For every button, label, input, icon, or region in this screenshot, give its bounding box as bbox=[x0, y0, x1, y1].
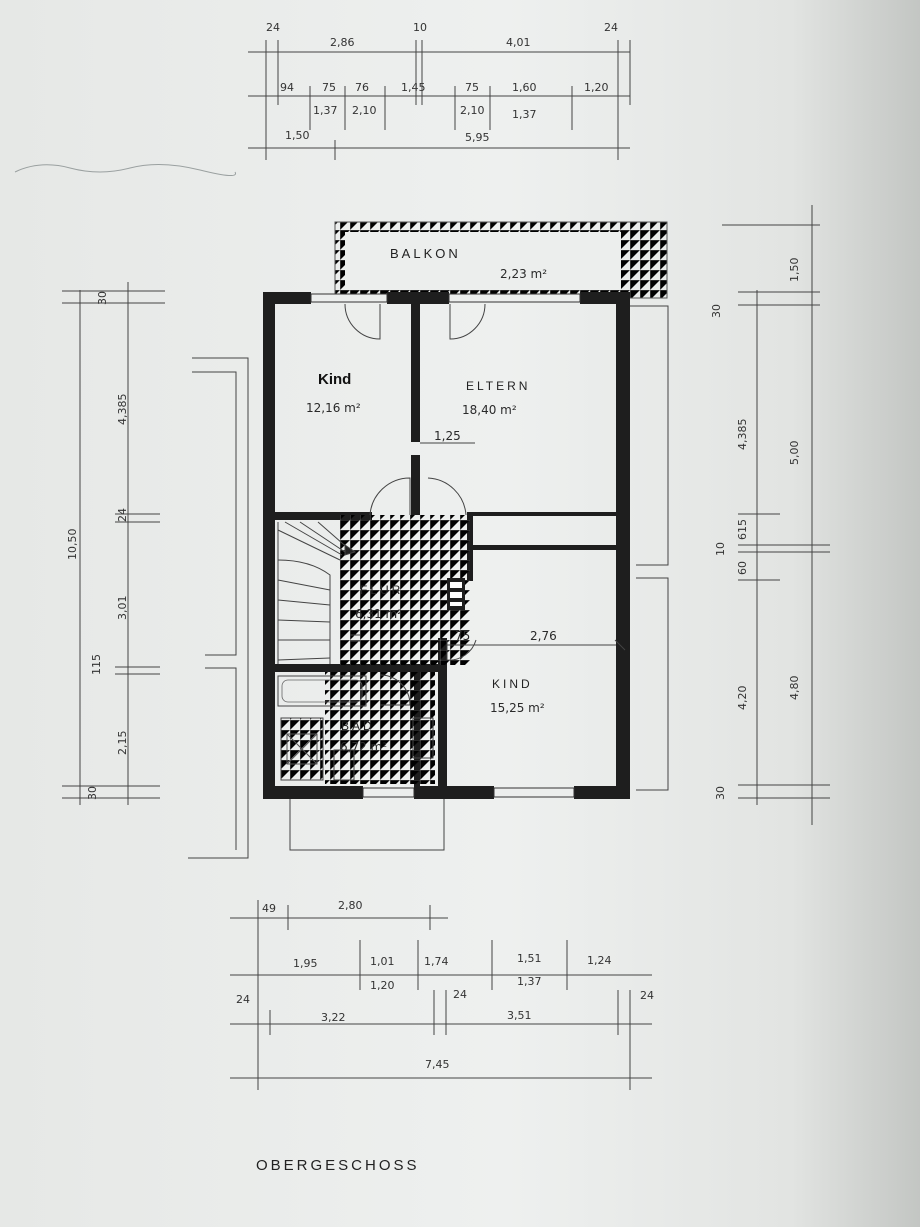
left-dim-4385: 4,385 bbox=[116, 394, 129, 426]
top-dim-210a: 2,10 bbox=[352, 104, 377, 117]
top-dim-145: 1,45 bbox=[401, 81, 426, 94]
kind2-width-dim: 2,76 bbox=[530, 629, 557, 643]
bottom-dim-101: 1,01 bbox=[370, 955, 395, 968]
pencil-scribble bbox=[14, 163, 237, 176]
left-dimension-chain: 10,50 30 4,385 24 3,01 115 2,15 30 bbox=[62, 282, 165, 805]
top-dim-137a: 1,37 bbox=[313, 104, 338, 117]
top-dim-150: 1,50 bbox=[285, 129, 310, 142]
top-dim-75b: 75 bbox=[465, 81, 479, 94]
top-dim-76: 76 bbox=[355, 81, 369, 94]
bottom-dim-24b: 24 bbox=[453, 988, 467, 1001]
kind1-label: Kind bbox=[318, 371, 351, 388]
kind1-area: 12,16 m² bbox=[306, 401, 361, 415]
kind2-label: KIND bbox=[492, 677, 533, 691]
right-dim-150: 1,50 bbox=[788, 258, 801, 283]
page-title: OBERGESCHOSS bbox=[256, 1157, 420, 1174]
bottom-dim-195: 1,95 bbox=[293, 957, 318, 970]
bottom-dim-151: 1,51 bbox=[517, 952, 542, 965]
left-dim-30a: 30 bbox=[96, 291, 109, 305]
bottom-dim-745: 7,45 bbox=[425, 1058, 450, 1071]
top-dim-94: 94 bbox=[280, 81, 294, 94]
eltern-label: ELTERN bbox=[466, 379, 530, 393]
staircase bbox=[277, 521, 360, 664]
bottom-dim-322: 3,22 bbox=[321, 1011, 346, 1024]
right-dim-500: 5,00 bbox=[788, 441, 801, 466]
eltern-door-dim: 1,25 bbox=[434, 429, 461, 443]
left-dim-215: 2,15 bbox=[116, 731, 129, 756]
balkon-area: 2,23 m² bbox=[500, 267, 547, 281]
top-dim-75a: 75 bbox=[322, 81, 336, 94]
bottom-dim-49: 49 bbox=[262, 902, 276, 915]
balkon-label: BALKON bbox=[390, 246, 461, 261]
flur-label: FLUR bbox=[360, 583, 403, 597]
top-dim-24b: 24 bbox=[604, 21, 618, 34]
bottom-dim-280: 2,80 bbox=[338, 899, 363, 912]
inner-dimension-lines bbox=[420, 442, 616, 646]
top-dim-24a: 24 bbox=[266, 21, 280, 34]
top-dim-595: 5,95 bbox=[465, 131, 490, 144]
bathroom-fixtures bbox=[277, 578, 465, 781]
right-dim-30a: 30 bbox=[710, 304, 723, 318]
bad-area: 6,72 m² bbox=[340, 740, 387, 754]
balcony: BALKON 2,23 m² bbox=[334, 221, 668, 299]
door-swings bbox=[344, 303, 626, 706]
top-dimension-chain: 24 2,86 10 4,01 24 94 75 76 1,45 75 1,60… bbox=[248, 21, 631, 160]
bottom-dimension-chain: 49 2,80 1,95 1,01 1,74 1,51 1,24 1,20 1,… bbox=[230, 899, 654, 1090]
bottom-dim-137: 1,37 bbox=[517, 975, 542, 988]
right-dim-4385: 4,385 bbox=[736, 419, 749, 451]
neighbor-outlines bbox=[188, 305, 669, 859]
kind2-area: 15,25 m² bbox=[490, 701, 545, 715]
top-dim-10: 10 bbox=[413, 21, 427, 34]
left-dim-24: 24 bbox=[116, 508, 129, 522]
top-dim-286: 2,86 bbox=[330, 36, 355, 49]
bottom-dim-351: 3,51 bbox=[507, 1009, 532, 1022]
right-dim-60: 60 bbox=[736, 561, 749, 575]
left-dim-115: 115 bbox=[90, 654, 103, 675]
left-dim-total: 10,50 bbox=[66, 529, 79, 561]
right-dim-10: 10 bbox=[714, 542, 727, 556]
top-dim-401: 4,01 bbox=[506, 36, 531, 49]
kind2-door-dim: 75 bbox=[455, 629, 470, 643]
right-dimension-chain: 1,50 5,00 4,80 30 4,385 615 10 60 4,20 3… bbox=[710, 205, 830, 825]
right-dim-480: 4,80 bbox=[788, 676, 801, 701]
bad-label: BAD bbox=[341, 719, 375, 733]
left-dim-301: 3,01 bbox=[116, 596, 129, 621]
room-labels: Kind 12,16 m² ELTERN 18,40 m² 1,25 FLUR … bbox=[306, 371, 557, 754]
left-dim-30b: 30 bbox=[86, 786, 99, 800]
bottom-dim-120: 1,20 bbox=[370, 979, 395, 992]
bottom-dim-124: 1,24 bbox=[587, 954, 612, 967]
eltern-area: 18,40 m² bbox=[462, 403, 517, 417]
bottom-dim-174: 1,74 bbox=[424, 955, 449, 968]
right-dim-615: 615 bbox=[736, 519, 749, 540]
building-walls bbox=[263, 292, 630, 799]
bottom-dim-24a: 24 bbox=[236, 993, 250, 1006]
top-dim-137b: 1,37 bbox=[512, 108, 537, 121]
right-dim-30b: 30 bbox=[714, 786, 727, 800]
bottom-dim-24c: 24 bbox=[640, 989, 654, 1002]
top-dim-120: 1,20 bbox=[584, 81, 609, 94]
top-dim-210b: 2,10 bbox=[460, 104, 485, 117]
right-dim-420: 4,20 bbox=[736, 686, 749, 711]
top-dim-160: 1,60 bbox=[512, 81, 537, 94]
flur-area: 6,31 m² bbox=[355, 607, 402, 621]
